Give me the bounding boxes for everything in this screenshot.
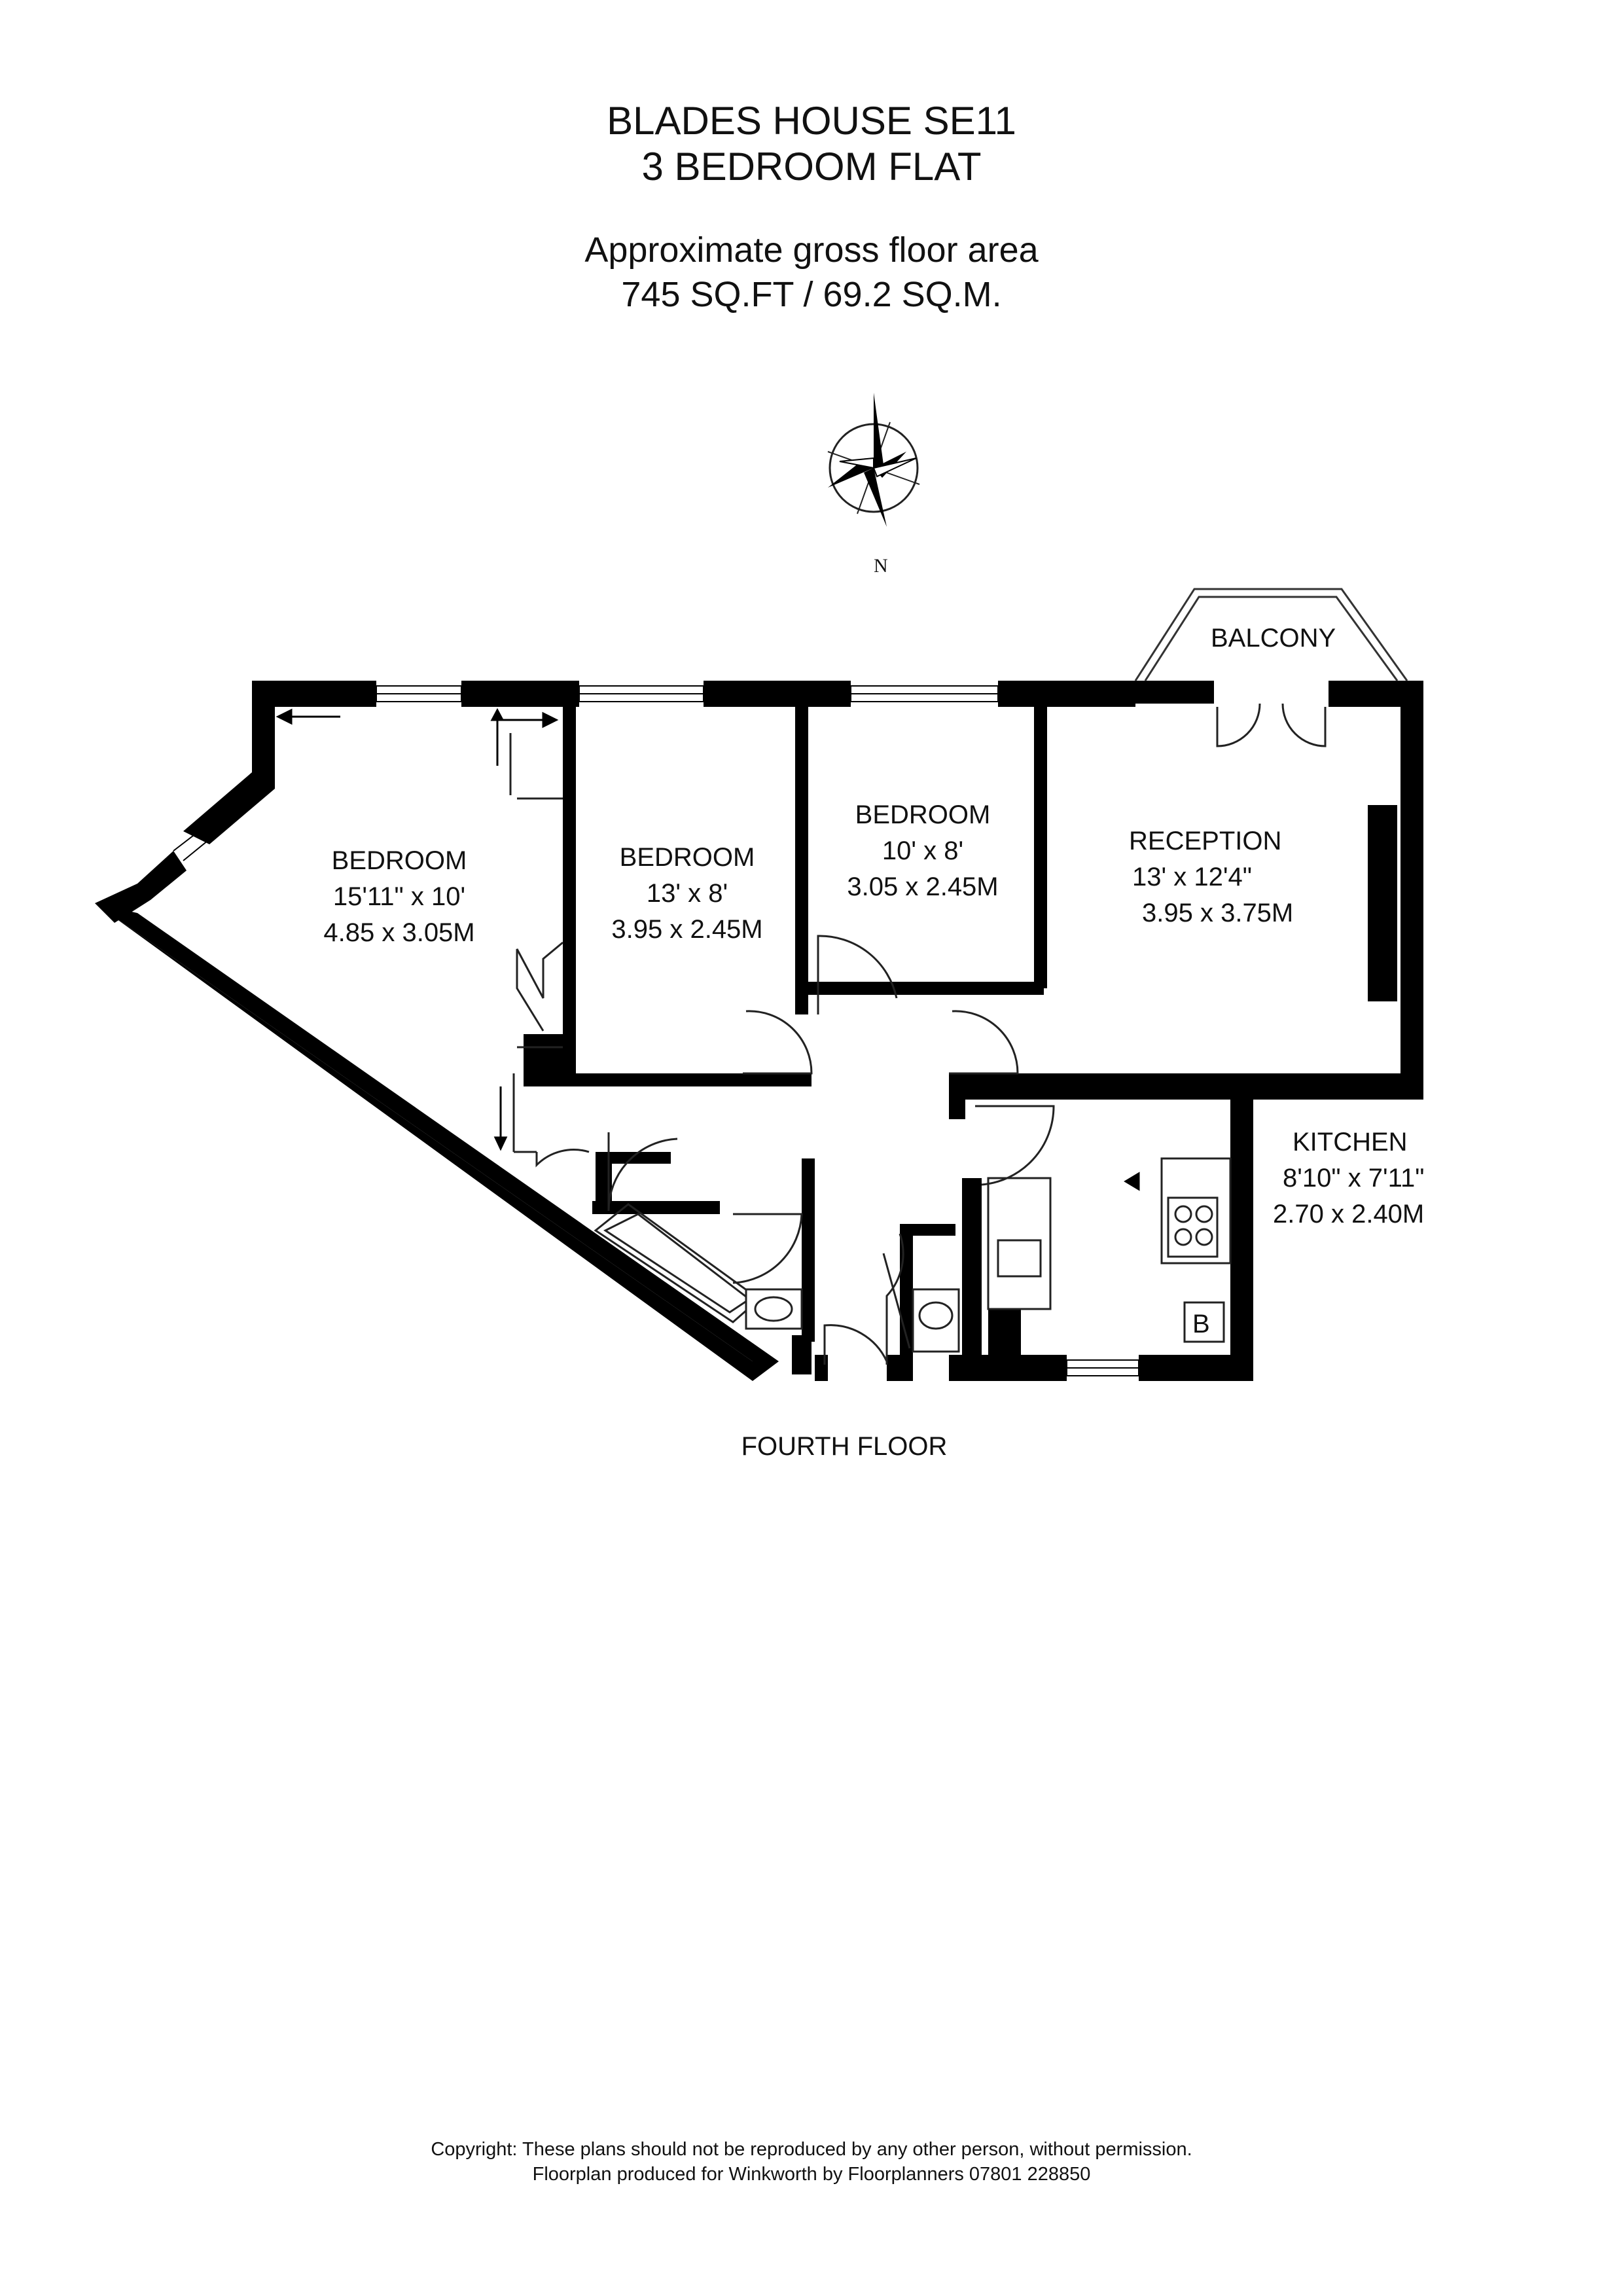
floor-label: FOURTH FLOOR	[741, 1432, 948, 1461]
reception-metric: 3.95 x 3.75M	[1142, 899, 1294, 927]
bedroom-2-metric: 3.95 x 2.45M	[611, 915, 763, 944]
bedroom-3-name: BEDROOM	[855, 800, 991, 829]
bedroom-1-metric: 4.85 x 3.05M	[323, 918, 475, 947]
reception-imperial: 13' x 12'4"	[1132, 863, 1252, 891]
compass-north-label: N	[874, 555, 888, 577]
arrow-markers	[276, 708, 1140, 1191]
bedroom-3-imperial: 10' x 8'	[882, 836, 964, 865]
credit-line: Floorplan produced for Winkworth by Floo…	[532, 2164, 1091, 2185]
copyright-line: Copyright: These plans should not be rep…	[431, 2139, 1192, 2160]
property-subtitle: 3 BEDROOM FLAT	[641, 145, 982, 188]
property-title: BLADES HOUSE SE11	[607, 99, 1016, 143]
area-value: 745 SQ.FT / 69.2 SQ.M.	[621, 275, 1002, 314]
bedroom-2-name: BEDROOM	[619, 843, 755, 872]
bedroom-1-imperial: 15'11" x 10'	[332, 882, 466, 911]
kitchen-imperial: 8'10" x 7'11"	[1283, 1164, 1425, 1193]
balcony-label: BALCONY	[1211, 624, 1336, 653]
bedroom-1-name: BEDROOM	[331, 846, 467, 875]
area-label: Approximate gross floor area	[584, 230, 1039, 270]
fixtures	[509, 733, 1232, 1353]
reception-name: RECEPTION	[1129, 827, 1282, 855]
kitchen-name: KITCHEN	[1293, 1128, 1408, 1157]
bedroom-2-imperial: 13' x 8'	[646, 879, 728, 908]
windows	[376, 685, 1139, 1376]
kitchen-metric: 2.70 x 2.40M	[1273, 1200, 1425, 1229]
walls	[95, 681, 1423, 1381]
door-swings	[535, 703, 1327, 1365]
bedroom-3-metric: 3.05 x 2.45M	[847, 872, 999, 901]
window-lines	[173, 693, 1139, 1369]
boiler-label: B	[1192, 1310, 1210, 1338]
compass-rose-icon	[827, 393, 920, 527]
balcony-outline	[1134, 588, 1408, 681]
